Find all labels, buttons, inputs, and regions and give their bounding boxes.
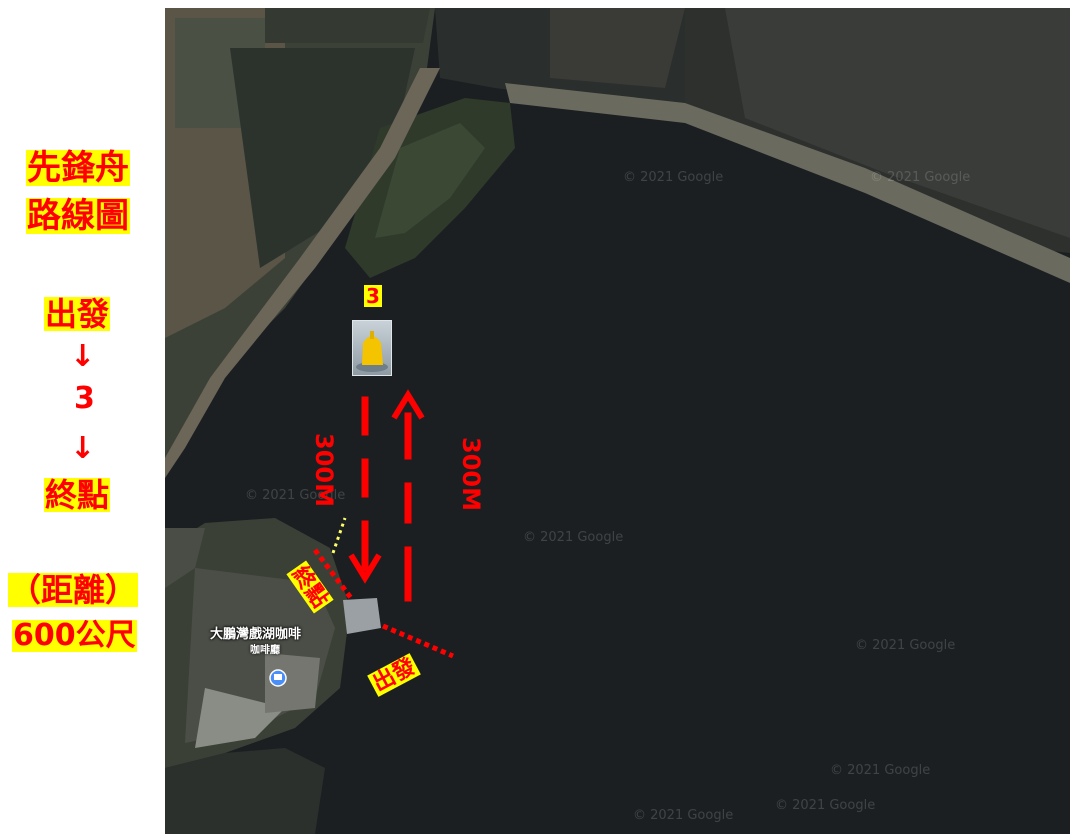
route-legend: 先鋒舟 路線圖 出發 ↓ 3 ↓ 終點 （距離） 600公尺: [0, 0, 165, 834]
buoy-photo-icon: [352, 320, 392, 376]
legend-distance-label: （距離）: [8, 571, 139, 609]
map-watermark: © 2021 Google: [775, 798, 876, 813]
legend-arrow-down-icon: ↓: [70, 339, 96, 374]
leg-back-distance: 300M: [456, 437, 485, 511]
map-watermark: © 2021 Google: [633, 808, 734, 823]
finish-line-extension: [331, 517, 347, 554]
legend-distance-value: 600公尺: [12, 618, 137, 653]
satellite-map[interactable]: © 2021 Google © 2021 Google © 2021 Googl…: [165, 8, 1070, 834]
map-watermark: © 2021 Google: [830, 763, 931, 778]
finish-line: [313, 548, 353, 600]
cafe-pin-icon: [269, 669, 287, 687]
arrow-down-icon: [348, 553, 382, 584]
map-watermark: © 2021 Google: [855, 638, 956, 653]
arrow-up-icon: [391, 389, 425, 420]
legend-title-line1: 先鋒舟: [26, 148, 130, 188]
legend-waypoint: 3: [74, 381, 95, 416]
leg-out-distance: 300M: [309, 433, 338, 507]
start-line: [382, 623, 454, 659]
place-category-label: 咖啡廳: [250, 645, 280, 656]
map-watermark: © 2021 Google: [245, 488, 346, 503]
buoy-number-tag: 3: [364, 284, 382, 308]
legend-title-line2: 路線圖: [26, 196, 130, 236]
place-name-label[interactable]: 大鵬灣戲湖咖啡: [210, 627, 302, 642]
legend-finish: 終點: [44, 476, 111, 514]
map-terrain: [165, 8, 1070, 834]
route-overlay: [269, 389, 454, 687]
legend-arrow-down-icon: ↓: [70, 431, 96, 466]
map-watermark: © 2021 Google: [870, 170, 971, 185]
legend-start: 出發: [44, 295, 111, 333]
map-watermark: © 2021 Google: [623, 170, 724, 185]
map-watermark: © 2021 Google: [523, 530, 624, 545]
